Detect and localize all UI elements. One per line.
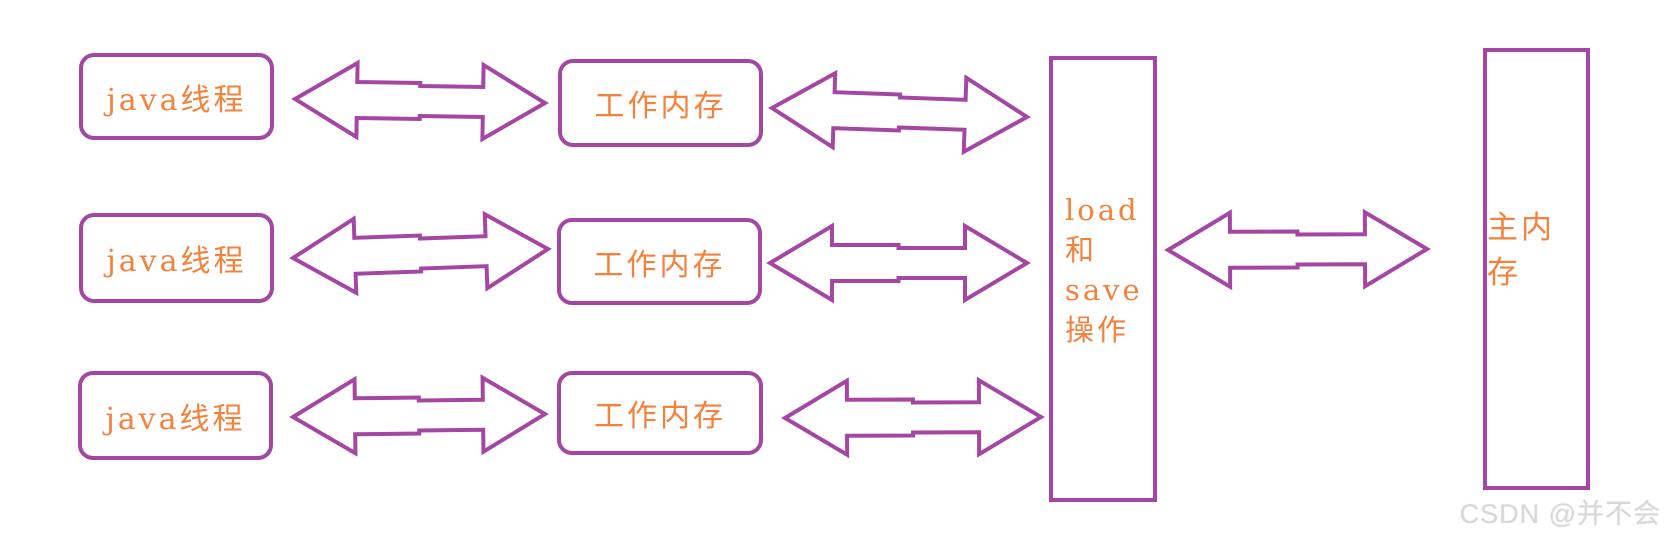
java-thread-label-2: java线程 (106, 244, 247, 279)
working-memory-box-1: 工作内存 (558, 59, 763, 147)
working-memory-label-2: 工作内存 (593, 247, 726, 283)
bidirectional-arrow (768, 69, 1031, 156)
java-thread-box-3: java线程 (78, 371, 273, 460)
main-memory-label: 主内存 (1487, 210, 1555, 291)
working-memory-box-3: 工作内存 (557, 371, 763, 455)
bidirectional-arrow (1164, 208, 1431, 291)
load-save-line-2: 和 (1065, 233, 1098, 267)
load-save-operations-box: load 和 save 操作 (1049, 56, 1157, 502)
bidirectional-arrow (781, 376, 1045, 459)
bidirectional-arrow (289, 210, 552, 297)
working-memory-label-3: 工作内存 (594, 399, 726, 434)
working-memory-label-1: 工作内存 (594, 89, 727, 124)
java-thread-box-1: java线程 (79, 53, 274, 140)
main-memory-box: 主内存 (1483, 48, 1590, 490)
java-thread-box-2: java线程 (79, 213, 274, 303)
watermark: CSDN @并不会 (1459, 499, 1661, 529)
java-thread-label-3: java线程 (105, 401, 246, 437)
load-save-line-4: 操作 (1065, 313, 1130, 347)
load-save-text: load 和 save 操作 (1065, 190, 1143, 350)
bidirectional-arrow (289, 374, 549, 457)
bidirectional-arrow (291, 59, 549, 143)
load-save-line-3: save (1065, 273, 1143, 307)
java-thread-label-1: java线程 (106, 82, 247, 118)
load-save-line-1: load (1065, 193, 1140, 227)
bidirectional-arrow (766, 222, 1031, 304)
working-memory-box-2: 工作内存 (557, 218, 762, 305)
